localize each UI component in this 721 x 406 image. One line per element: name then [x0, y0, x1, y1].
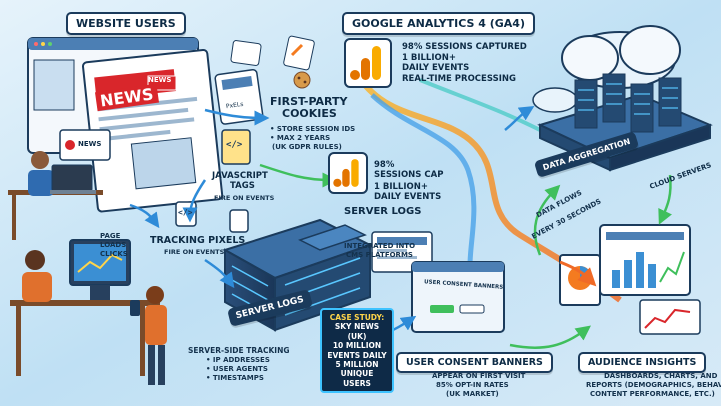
- audience-line-1: Dashboards, Charts, and: [604, 372, 718, 380]
- case-study-box: Case Study: Sky News (UK) 10 Million Eve…: [320, 308, 394, 393]
- arrow-flow-to-aggregation: [504, 106, 535, 131]
- arrow-main-orange: [559, 260, 597, 287]
- cookies-bullet-3: (UK GDPR Rules): [272, 143, 342, 151]
- js-tags-line1: JavaScript: [212, 171, 268, 181]
- ga4-logo-card: [344, 38, 392, 88]
- server-logs-stat-4: Daily Events: [374, 192, 442, 202]
- news-logo-small: NEWS: [148, 76, 172, 84]
- flow-stream-blue: [370, 93, 477, 266]
- ga4-stat-1: 98% Sessions Captured: [402, 42, 527, 52]
- server-logs-logo-card: [328, 152, 368, 194]
- page-loads-line1: Page: [100, 232, 121, 240]
- ga4-bars-icon: [350, 46, 381, 80]
- server-side-bullet-2: • User Agents: [206, 365, 268, 373]
- arrow-consent-to-audience: [509, 325, 592, 349]
- audience-line-3: Content Performance, etc.): [590, 390, 715, 398]
- tracking-pixels-note: Fire on Events: [164, 248, 225, 256]
- arrow-cloud-to-dash: [658, 174, 672, 225]
- cookies-bullet-1: • Store Session IDs: [270, 125, 356, 133]
- ga4-banner: Google Analytics 4 (GA4): [342, 12, 535, 35]
- server-logs-stat-3: 1 Billion+: [374, 182, 428, 192]
- consent-line-1: Appear on First Visit: [432, 372, 526, 380]
- integrated-line2: CMS Platforms: [346, 251, 413, 259]
- arrow-pixels-to-server: [204, 258, 235, 289]
- cloud-servers: [532, 25, 713, 172]
- consent-line-2: 85% Opt-in Rates: [436, 381, 509, 389]
- tracking-pixels-title: Tracking Pixels: [150, 235, 246, 246]
- cookies-title-line2: Cookies: [282, 107, 337, 120]
- server-logs-stat-2: Sessions Cap: [374, 170, 444, 180]
- website-users-banner: Website Users: [66, 12, 186, 35]
- ga4-stat-4: Real-Time Processing: [402, 74, 516, 84]
- case-study-title: Case Study:: [329, 313, 385, 322]
- cookies-bullet-2: • Max 2 years: [270, 134, 331, 142]
- ga4-stat-3: Daily Events: [402, 63, 470, 73]
- arrow-js-to-pixels: [182, 179, 207, 223]
- server-side-bullet-3: • Timestamps: [206, 374, 264, 382]
- arrow-page-to-pixels: [129, 203, 160, 229]
- server-logs-title: Server Logs: [344, 206, 422, 217]
- audience-line-2: Reports (Demographics, Behavior,: [586, 381, 721, 389]
- audience-insights-banner: Audience Insights: [578, 352, 707, 373]
- person-with-laptop: [8, 151, 103, 240]
- pixels-icon: </>: [178, 208, 193, 217]
- integrated-line1: Integrated into: [344, 242, 416, 250]
- js-tags-note: Fire on Events: [214, 194, 275, 202]
- js-tag-icon: </>: [226, 140, 243, 150]
- ga4-stat-2: 1 Billion+: [402, 53, 456, 63]
- case-study-line-3: Events Daily: [327, 350, 387, 360]
- news-tile-label: NEWS: [78, 140, 102, 148]
- ga4-bars-icon-small: [333, 159, 359, 187]
- server-side-bullet-1: • IP Addresses: [206, 356, 270, 364]
- pixels-tile: [214, 35, 315, 125]
- arrow-js-to-serverlogs: [259, 163, 338, 188]
- flow-stream-teal: [419, 78, 541, 132]
- case-study-line-5: Unique Users: [340, 369, 374, 388]
- case-study-line-2: 10 Million: [332, 341, 382, 351]
- js-tags-line2: Tags: [230, 181, 255, 191]
- arrow-flows-30s: [533, 184, 561, 256]
- page-loads-line3: Clicks: [100, 250, 128, 258]
- server-logs-stat-1: 98%: [374, 160, 395, 170]
- consent-window: [411, 261, 505, 333]
- case-study-line-1: Sky News (UK): [334, 322, 380, 341]
- arrow-website-to-cookies: [204, 108, 270, 126]
- cookies-title-line1: First-Party: [270, 95, 348, 108]
- page-loads-line2: Loads: [100, 241, 127, 249]
- server-side-title: Server-Side Tracking: [188, 346, 290, 355]
- people-at-desk: [10, 239, 167, 385]
- case-study-line-4: 5 Million: [335, 359, 379, 369]
- consent-banner: User Consent Banners: [396, 352, 553, 373]
- consent-line-3: (UK Market): [446, 390, 499, 398]
